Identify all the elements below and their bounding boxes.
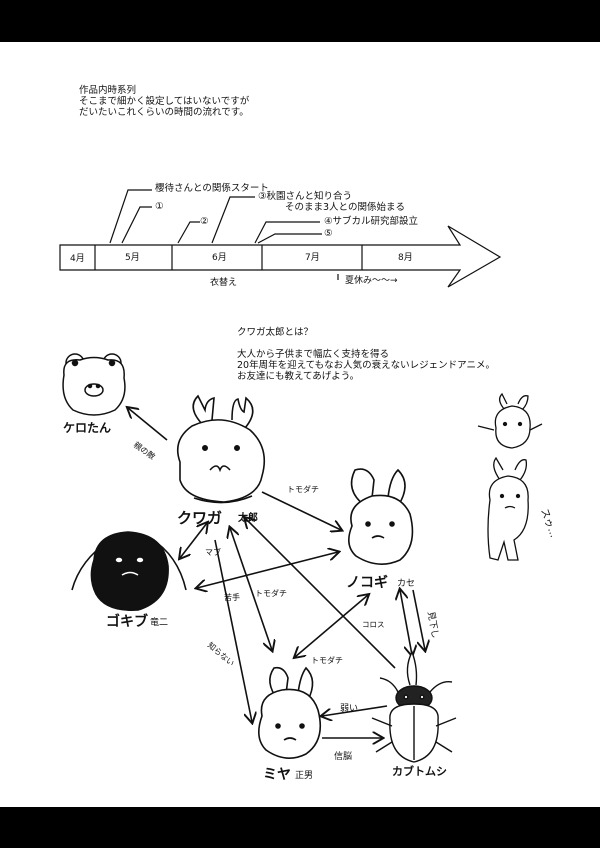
gokiburi-character [71,531,187,611]
timeline-arrow-shape [59,225,502,288]
kerotan-name: ケロたん [63,421,111,435]
suu-label: スゥ… [538,507,559,539]
desc-title: クワガ太郎とは？ [237,327,314,338]
natsuyasumi-label: 夏休み〜〜→ [345,274,398,286]
event-0: 櫻待さんとの関係スタート [155,182,269,194]
intro-line-1: 作品内時系列 [79,85,137,96]
kerotan-character [62,353,126,416]
month-6: 6月 [212,252,227,263]
event-2: ② [200,216,209,227]
timeline-labels: 4月 5月 6月 7月 8月 櫻待さんとの関係スタート ① ② ③秋園さんと知り… [70,182,418,288]
event-line-2 [177,221,200,244]
kabutomushi-name: カブトムシ [392,764,447,778]
gokiburi-name-a: ゴキブ [106,613,148,630]
desc-line-1: 大人から子供まで幅広く支持を得る [237,349,390,360]
event-1: ① [155,201,164,212]
relation-labels: 親の敵 トモダチ マブ 苦手 トモダチ 知らない コロス 見下し トモダチ 弱い… [132,439,441,762]
top-black-bar [0,0,600,42]
rel-oya-no-kataki: 親の敵 [132,439,157,461]
rel-mabu: マブ [205,547,221,557]
desc-line-2: 20年周年を迎えてもなお人気の衰えないレジェンドアニメ。 [237,360,495,371]
event-3b: そのまま3人との関係始まる [285,201,405,213]
kabutomushi-character [371,650,457,763]
koromogae-label: 衣替え [210,276,237,288]
nokogi-name-a: ノコギ [346,574,388,591]
event-line-1 [121,206,152,244]
rel-yowai: 弱い [340,703,358,714]
rel-tomodachi-3: トモダチ [311,655,343,665]
event-line-5 [257,233,322,244]
month-4: 4月 [70,253,85,264]
event-3a: ③秋園さんと知り合う [258,190,352,202]
nokogi-character [348,468,414,565]
rel-shinnou: 信脳 [334,750,352,762]
desc-line-3: お友達にも教えてあげよう。 [237,371,360,382]
event-5: ⑤ [324,228,333,239]
month-7: 7月 [305,252,320,263]
rel-nigate: 苦手 [224,592,240,602]
month-5: 5月 [125,252,140,263]
miya-name-b: 正男 [295,770,313,781]
relation-arrows [128,408,425,738]
kuwagataro-name-b: 太郎 [237,511,258,524]
gokiburi-name-b: 竜二 [150,616,168,628]
rel-shiranai: 知らない [206,640,237,668]
timeline [59,189,502,288]
side-sketch-large [487,456,529,561]
kuwagataro-name-a: クワガ [177,509,222,527]
event-line-4 [254,221,320,244]
rel-korosu: コロス [362,620,385,629]
miya-character [258,666,322,759]
side-sketch-small [477,392,543,449]
miya-name-a: ミヤ [263,767,291,783]
rel-tomodachi-2: トモダチ [255,588,287,598]
event-line-0 [109,189,152,244]
kuwagataro-character [176,394,266,504]
bottom-black-bar [0,807,600,848]
intro-text: 作品内時系列 そこまで細かく設定してはいないですが だいたいこれくらいの時間の流… [79,85,249,118]
rel-tomodachi-1: トモダチ [287,484,319,494]
event-4: ④サブカル研究部設立 [324,215,418,227]
event-line-3 [211,196,255,244]
intro-line-2: そこまで細かく設定してはいないですが [79,96,250,107]
nokogi-name-b: カセ [397,578,415,589]
month-8: 8月 [398,252,413,263]
intro-line-3: だいたいこれくらいの時間の流れです。 [79,107,249,118]
description-block: クワガ太郎とは？ 大人から子供まで幅広く支持を得る 20年周年を迎えてもなお人気… [237,327,495,382]
rel-mikudashi: 見下し [425,611,441,640]
